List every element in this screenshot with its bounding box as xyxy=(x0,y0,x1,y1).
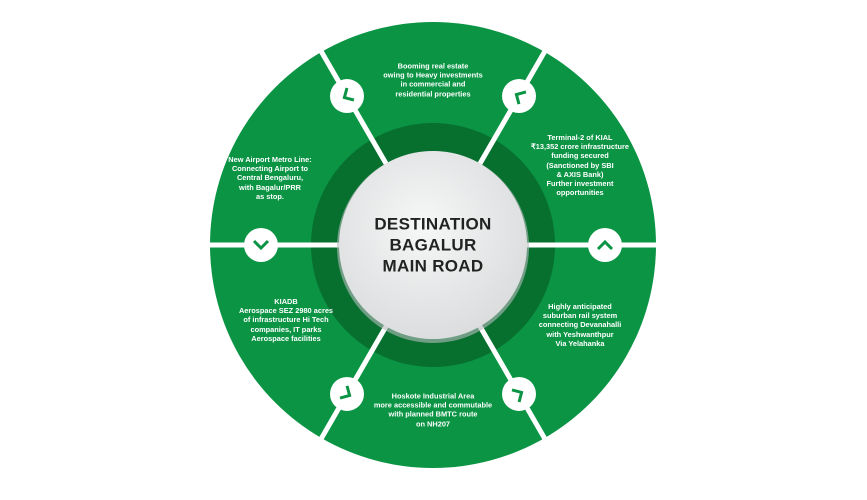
segment-text-line: Further investment xyxy=(546,178,614,188)
chevron-icon xyxy=(502,376,536,411)
segment-text-line: more accessible and commutable xyxy=(373,400,493,410)
segment-text-line: suburban rail system xyxy=(542,311,618,321)
segment-text-line: funding secured xyxy=(551,151,609,161)
segment-text-line: & AXIS Bank) xyxy=(556,169,604,179)
segment-text-line: with planned BMTC route xyxy=(388,410,478,419)
segment-text-line: ₹13,352 crore infrastructure xyxy=(531,141,629,151)
segment-text-line: Aerospace SEZ 2980 acres xyxy=(238,306,334,316)
chevron-icon xyxy=(502,79,536,114)
segment-text-line: KIADB xyxy=(274,296,298,306)
segment-text-line: Central Bengaluru, xyxy=(236,173,304,183)
segment-text-line: Booming real estate xyxy=(397,61,469,71)
segment-text-line: connecting Devanahalli xyxy=(538,320,622,330)
center-line: DESTINATION xyxy=(374,214,492,234)
segment-text-line: (Sanctioned by SBI xyxy=(546,160,614,170)
chevron-up-icon xyxy=(244,228,278,262)
segment-text-line: opportunities xyxy=(556,188,604,198)
segment-text-line: on NH207 xyxy=(415,419,451,429)
segment-text-line: of infrastructure Hi Tech xyxy=(243,315,329,325)
chevron-down-icon xyxy=(588,228,622,262)
segment-text-line: as stop. xyxy=(256,191,284,201)
center-line: BAGALUR xyxy=(389,235,477,255)
segment-text-line: Aerospace facilities xyxy=(251,333,321,343)
segment-text-line: Highly anticipated xyxy=(548,301,612,311)
segment-text-line: residential properties xyxy=(395,89,471,99)
chevron-icon xyxy=(330,376,364,411)
segment-text-line: with Yeshwanthpur xyxy=(546,329,614,339)
segment-text-line: companies, IT parks xyxy=(250,324,322,334)
center-circle xyxy=(339,151,527,339)
segment-text-line: New Airport Metro Line: xyxy=(228,154,312,164)
segment-text-line: Connecting Airport to xyxy=(231,164,309,174)
segment-text-line: Hoskote Industrial Area xyxy=(391,391,475,401)
segment-text-line: Via Yelahanka xyxy=(555,338,605,348)
segment-text-line: owing to Heavy investments xyxy=(383,70,483,80)
center-title: DESTINATION BAGALUR MAIN ROAD xyxy=(348,214,518,277)
segment-text-line: in commercial and xyxy=(400,80,466,89)
segment-text-line: Terminal-2 of KIAL xyxy=(547,132,613,142)
segment-text: New Airport Metro Line:Connecting Airpor… xyxy=(195,155,345,201)
segment-text-line: with Bagalur/PRR xyxy=(238,182,301,192)
chevron-icon xyxy=(330,79,364,114)
segment-text: Terminal-2 of KIAL₹13,352 crore infrastr… xyxy=(505,133,655,197)
center-line: MAIN ROAD xyxy=(382,256,484,276)
